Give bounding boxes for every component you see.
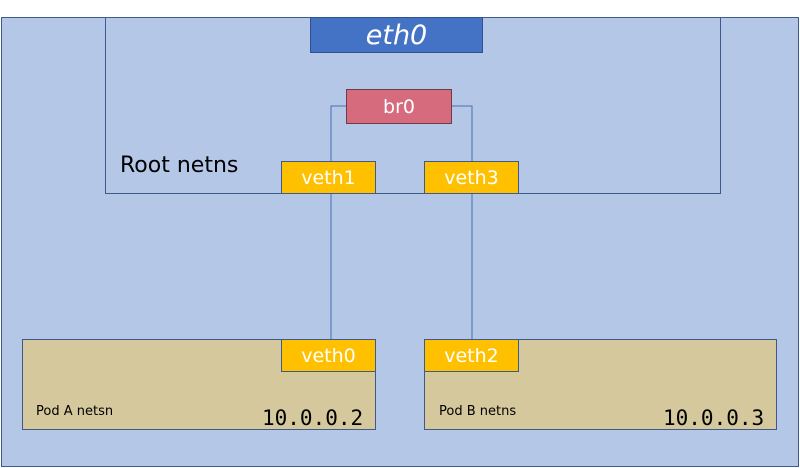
- veth2-interface: veth2: [424, 339, 519, 372]
- veth1-interface: veth1: [281, 161, 376, 194]
- root-netns-box: [105, 17, 721, 194]
- veth2-label: veth2: [444, 344, 499, 367]
- pod-b-label: Pod B netns: [439, 404, 517, 419]
- veth0-label: veth0: [301, 344, 356, 367]
- bridge-label: br0: [383, 95, 415, 118]
- eth0-interface: eth0: [310, 17, 483, 53]
- veth0-interface: veth0: [281, 339, 376, 372]
- root-netns-label: Root netns: [120, 153, 239, 178]
- bridge-br0: br0: [346, 89, 452, 124]
- veth3-interface: veth3: [424, 161, 519, 194]
- veth1-label: veth1: [301, 166, 356, 189]
- pod-b-ip-address: 10.0.0.3: [663, 406, 765, 430]
- pod-a-label: Pod A netsn: [36, 404, 114, 419]
- eth0-label: eth0: [365, 19, 428, 51]
- veth3-label: veth3: [444, 166, 499, 189]
- pod-a-ip-address: 10.0.0.2: [262, 406, 364, 430]
